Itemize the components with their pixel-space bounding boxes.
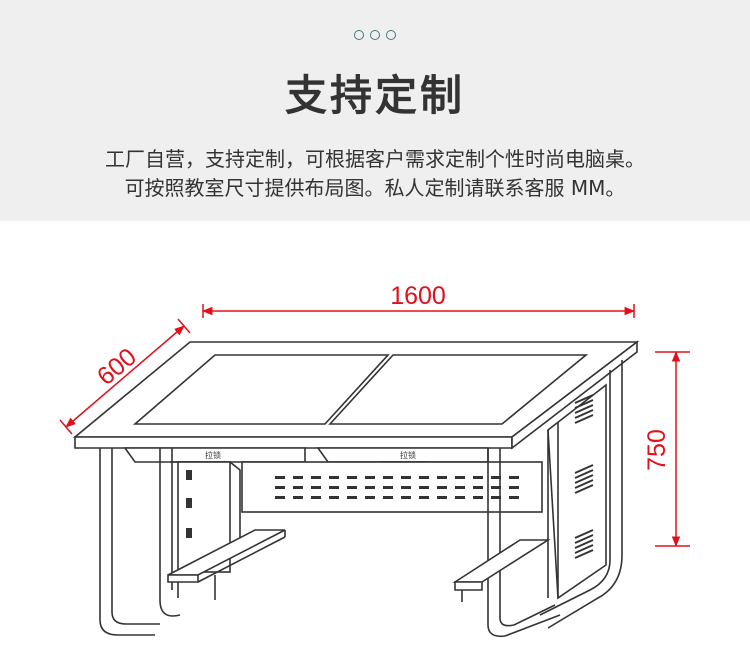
vent-slot bbox=[574, 409, 594, 419]
vent-slot bbox=[401, 476, 411, 479]
vent-slot bbox=[329, 476, 339, 479]
vent-slot bbox=[574, 464, 594, 474]
desk-illustration bbox=[72, 340, 640, 638]
vent-slot bbox=[473, 476, 483, 479]
vent-slot bbox=[437, 476, 447, 479]
header-banner: 支持定制 工厂自营，支持定制，可根据客户需求定制个性时尚电脑桌。 可按照教室尺寸… bbox=[0, 0, 750, 221]
dimension-length: 1600 bbox=[201, 282, 636, 318]
dot-icon bbox=[354, 30, 364, 40]
vent-slot bbox=[574, 414, 594, 424]
vent-slot bbox=[275, 476, 285, 479]
vent-slot bbox=[293, 496, 303, 499]
vent-slot bbox=[311, 476, 321, 479]
length-label: 1600 bbox=[390, 282, 446, 310]
vent-slot bbox=[574, 469, 594, 479]
dimension-height: 750 bbox=[643, 350, 690, 548]
vent-slot bbox=[574, 484, 594, 494]
left-frame bbox=[99, 448, 241, 636]
description-line-1: 工厂自营，支持定制，可根据客户需求定制个性时尚电脑桌。 bbox=[105, 147, 645, 171]
cabinet-vents bbox=[574, 394, 594, 559]
vent-slot bbox=[574, 404, 594, 414]
vent-slot bbox=[275, 486, 285, 489]
vent-slot bbox=[419, 496, 429, 499]
vent-slot bbox=[419, 476, 429, 479]
decor-dots bbox=[0, 30, 750, 40]
vent-slot bbox=[574, 544, 594, 554]
vent-slot bbox=[347, 486, 357, 489]
vent-slot bbox=[509, 476, 519, 479]
vent-slot bbox=[329, 486, 339, 489]
vent-slot bbox=[311, 486, 321, 489]
vent-slot bbox=[574, 534, 594, 544]
vent-slot bbox=[293, 486, 303, 489]
vent-slot bbox=[437, 496, 447, 499]
height-label: 750 bbox=[643, 429, 671, 471]
vent-slot bbox=[419, 486, 429, 489]
vent-slot bbox=[574, 549, 594, 559]
vent-slot bbox=[455, 486, 465, 489]
vent-slot bbox=[574, 399, 594, 409]
vent-slot bbox=[574, 539, 594, 549]
vent-slot bbox=[509, 486, 519, 489]
vent-slot bbox=[311, 496, 321, 499]
vent-slot bbox=[574, 529, 594, 539]
vent-slot bbox=[365, 476, 375, 479]
depth-label: 600 bbox=[92, 343, 142, 391]
drawer-label-left: 拉锁 bbox=[205, 450, 221, 460]
vent-slot bbox=[574, 394, 594, 404]
vent-slot bbox=[383, 496, 393, 499]
vent-slot bbox=[455, 496, 465, 499]
right-frame bbox=[487, 360, 623, 638]
right-cpu-tray bbox=[452, 539, 551, 602]
vent-slot bbox=[383, 476, 393, 479]
vent-slot bbox=[455, 476, 465, 479]
vent-slot bbox=[347, 476, 357, 479]
vent-slot bbox=[437, 486, 447, 489]
vent-slot bbox=[473, 496, 483, 499]
vent-slot bbox=[383, 486, 393, 489]
tabletop bbox=[72, 340, 640, 450]
vent-slot bbox=[293, 476, 303, 479]
vent-slot bbox=[329, 496, 339, 499]
vent-slot bbox=[275, 496, 285, 499]
vent-slot bbox=[401, 496, 411, 499]
drawers bbox=[123, 447, 489, 471]
dot-icon bbox=[386, 30, 396, 40]
drawer-label-right: 拉锁 bbox=[400, 450, 416, 460]
vent-slot bbox=[574, 474, 594, 484]
vent-slot bbox=[365, 486, 375, 489]
vent-slot bbox=[491, 476, 501, 479]
vent-slot bbox=[491, 486, 501, 489]
vent-slot bbox=[347, 496, 357, 499]
vent-slot bbox=[473, 486, 483, 489]
dot-icon bbox=[370, 30, 380, 40]
vent-slot bbox=[491, 496, 501, 499]
vent-slot bbox=[509, 496, 519, 499]
left-cpu-tray bbox=[167, 529, 286, 600]
vent-slot bbox=[574, 479, 594, 489]
drawer-labels: 拉锁 拉锁 bbox=[205, 450, 416, 460]
description-line-2: 可按照教室尺寸提供布局图。私人定制请联系客服 MM。 bbox=[124, 176, 626, 200]
modesty-panel-vents bbox=[275, 476, 519, 499]
vent-slot bbox=[401, 486, 411, 489]
page-title: 支持定制 bbox=[284, 71, 465, 120]
vent-slot bbox=[365, 496, 375, 499]
left-panel-vents bbox=[186, 470, 192, 538]
desk-diagram: 拉锁 拉锁 1600 600 750 bbox=[0, 221, 750, 671]
